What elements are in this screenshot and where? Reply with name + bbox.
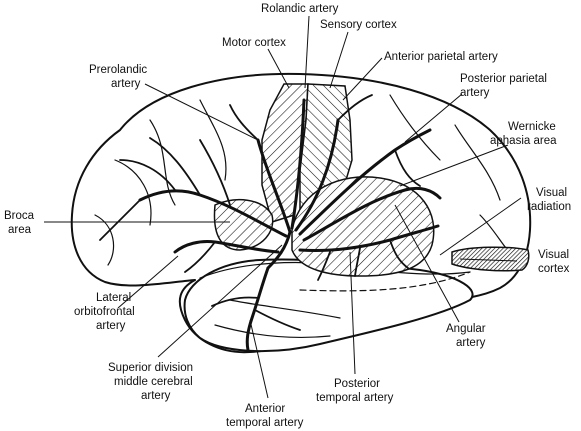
label-prerolandic-artery: Prerolandic artery [89,64,150,90]
label-anterior-parietal-artery: Anterior parietal artery [384,51,498,63]
label-wernicke-aphasia-area: Wernicke aphasia area [490,121,559,147]
label-angular-artery: Angular artery [446,323,489,349]
label-broca-area: Broca area [4,210,37,236]
label-superior-division-mca: Superior division middle cerebral artery [108,362,196,402]
label-lateral-orbitofrontal-artery: Lateral orbitofrontal artery [74,292,138,332]
visual-cortex-region [451,246,530,272]
leader-lines [44,15,522,399]
label-sensory-cortex: Sensory cortex [320,19,397,31]
broca-area-region [213,199,274,251]
label-posterior-parietal-artery: Posterior parietal artery [460,73,550,99]
label-motor-cortex: Motor cortex [222,37,286,49]
label-visual-cortex: Visual cortex [538,249,572,275]
middle-cerebral-artery-branches [99,94,442,352]
label-posterior-temporal-artery: Posterior temporal artery [316,378,394,404]
temporal-lobe-outline [183,258,474,353]
label-anterior-temporal-artery: Anterior temporal artery [226,403,304,429]
label-visual-radiation: Visual radiation [527,187,571,213]
label-rolandic-artery: Rolandic artery [261,3,339,15]
